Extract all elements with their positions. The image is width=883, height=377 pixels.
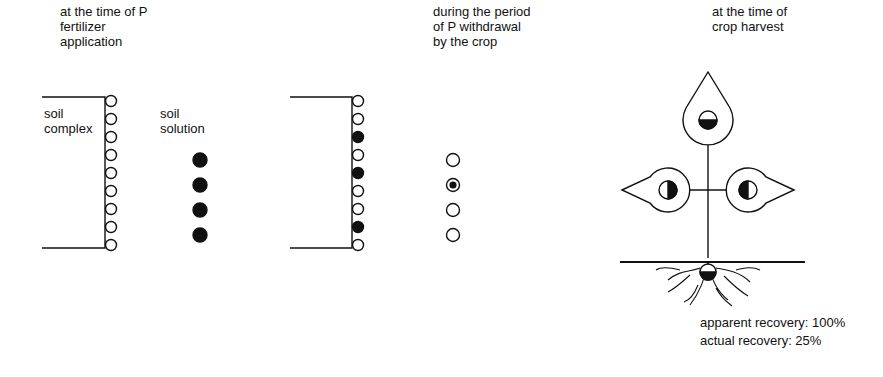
open-dot [353, 204, 364, 215]
open-dot [353, 186, 364, 197]
open-dot [447, 179, 460, 192]
panel-heading: during the period of P withdrawal by the… [433, 4, 533, 49]
open-dot [353, 240, 364, 251]
adsorption-sites [106, 96, 117, 251]
open-dot [106, 222, 117, 233]
partial-dot [449, 181, 456, 188]
soil-complex-outline [290, 97, 352, 248]
adsorption-sites [353, 96, 364, 251]
recovery-note: actual recovery: 25% [700, 333, 821, 348]
panel-heading: at the time of P fertilizer application [60, 4, 160, 49]
open-dot [106, 168, 117, 179]
filled-dot [193, 203, 207, 217]
filled-dot [193, 228, 207, 242]
open-dot [353, 114, 364, 125]
plant [620, 72, 805, 306]
solution-phosphate [193, 153, 207, 242]
open-dot [106, 96, 117, 107]
open-dot [447, 229, 460, 242]
soil-solution-label: soil solution [160, 106, 218, 136]
open-dot [353, 150, 364, 161]
filled-dot [353, 168, 364, 179]
recovery-note: apparent recovery: 100% [700, 315, 845, 330]
soil-complex-outline [42, 97, 105, 248]
open-dot [106, 204, 117, 215]
open-dot [106, 132, 117, 143]
soil-complex-label: soil complex [44, 106, 100, 136]
open-dot [447, 154, 460, 167]
solution-phosphate [447, 154, 460, 242]
open-dot [106, 186, 117, 197]
open-dot [447, 204, 460, 217]
open-dot [106, 240, 117, 251]
open-dot [106, 150, 117, 161]
open-dot [106, 114, 117, 125]
filled-dot [193, 178, 207, 192]
panel-heading: at the time of crop harvest [712, 4, 812, 34]
open-dot [353, 96, 364, 107]
filled-dot [353, 132, 364, 143]
filled-dot [353, 222, 364, 233]
filled-dot [193, 153, 207, 167]
